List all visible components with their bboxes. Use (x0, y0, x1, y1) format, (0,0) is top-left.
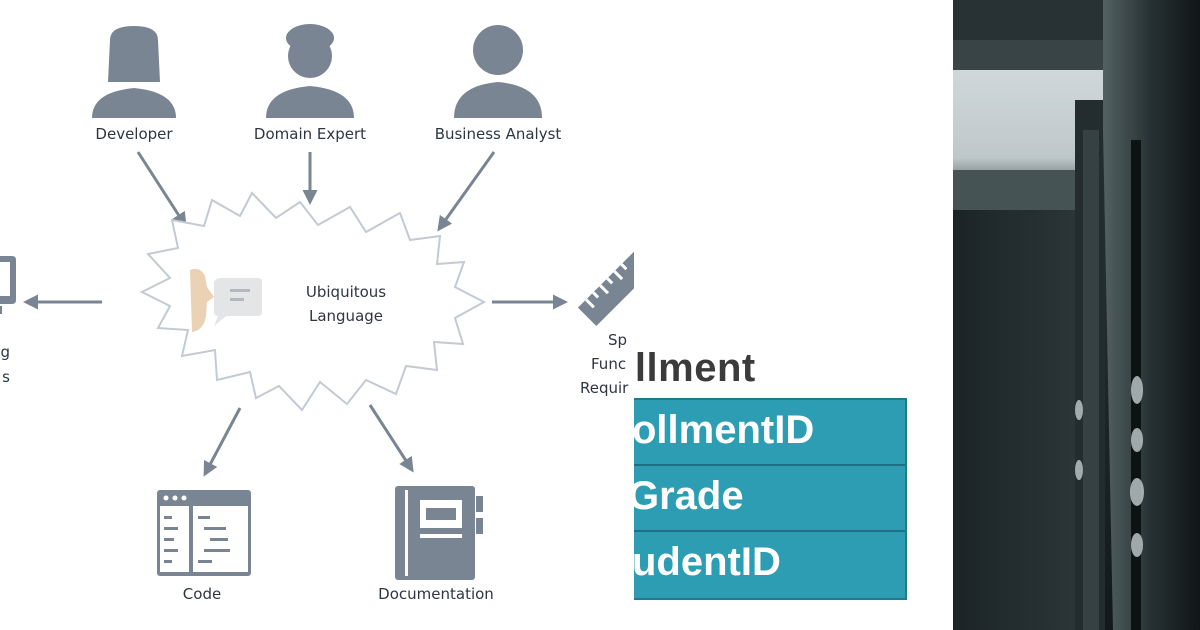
arrow-documentation (368, 404, 414, 473)
arrow-business-analyst (437, 151, 496, 232)
photo-image (953, 0, 1200, 630)
table-cell: udentID (634, 540, 781, 584)
arrow-developer (136, 151, 187, 228)
developer-label: Developer (95, 125, 173, 143)
speech-icon (190, 268, 262, 332)
monitor-icon (0, 256, 16, 314)
diagram-canvas: Developer Domain Expert Business Analyst… (0, 24, 634, 603)
table-row: Grade (634, 466, 905, 532)
code-window-icon (157, 490, 251, 576)
code-label: Code (183, 585, 221, 603)
left-output-label-line1: g (0, 343, 10, 361)
table-row: ollmentID (634, 400, 905, 466)
developer-icon (92, 26, 176, 118)
table-cell: Grade (634, 474, 744, 518)
business-analyst-label: Business Analyst (435, 125, 562, 143)
server-rack-photo (953, 0, 1200, 630)
right-output-label-line2: Func (591, 355, 626, 373)
table-row: udentID (634, 532, 905, 598)
documentation-label: Documentation (378, 585, 494, 603)
center-label-line1: Ubiquitous (306, 283, 386, 301)
notebook-icon (395, 486, 483, 580)
right-output-label-line1: Sp (608, 331, 627, 349)
table-title: ollment (634, 346, 756, 390)
left-output-label-line2: s (2, 368, 10, 386)
arrow-code (203, 407, 242, 477)
ddd-diagram: Developer Domain Expert Business Analyst… (0, 24, 634, 603)
business-analyst-icon (454, 25, 542, 118)
right-output-label-line3: Requir (580, 379, 629, 397)
center-label-line2: Language (309, 307, 383, 325)
table-cell: ollmentID (634, 408, 815, 452)
table-body: ollmentID Grade udentID (634, 398, 907, 600)
enrollment-table-crop: ollment ollmentID Grade udentID (634, 336, 954, 630)
ubiquitous-language-cloud (139, 191, 487, 412)
domain-expert-icon (266, 24, 354, 118)
ruler-icon (577, 251, 634, 327)
domain-expert-label: Domain Expert (254, 125, 366, 143)
